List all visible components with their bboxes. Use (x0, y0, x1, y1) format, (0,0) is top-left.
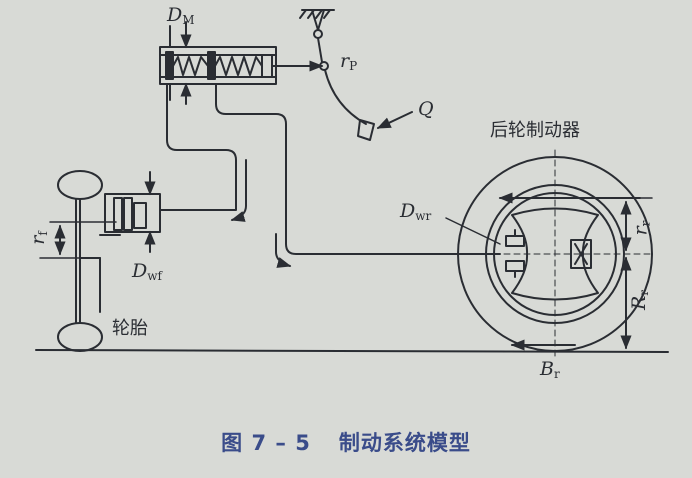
master-cylinder (159, 21, 324, 105)
front-flow-arrow (230, 159, 247, 222)
label-big-r: Rr (628, 289, 652, 311)
label-rf: rf (26, 231, 50, 245)
front-brake-line (159, 83, 237, 211)
rear-wheel (457, 149, 653, 359)
ground-line (35, 349, 669, 353)
rear-drum-brake (445, 207, 599, 301)
rear-brake-line (215, 83, 501, 255)
figure-caption: 图 7 – 5 制动系统模型 (0, 427, 692, 457)
rear-flow-arrow (275, 233, 292, 268)
front-caliper (104, 171, 161, 253)
label-tire: 轮胎 (112, 318, 148, 339)
label-br: Br (540, 358, 560, 381)
front-wheel (39, 170, 121, 352)
figure-title: 制动系统模型 (338, 431, 471, 455)
label-rr-small: rr (629, 220, 653, 236)
label-dwf: Dwf (132, 260, 162, 283)
label-rp: rP (340, 50, 358, 73)
label-q: Q (418, 98, 434, 120)
label-dwr: Dwr (400, 200, 432, 223)
brake-pedal (299, 9, 413, 141)
label-rear-brake: 后轮制动器 (490, 120, 580, 141)
figure-number: 图 7 – 5 (221, 431, 311, 455)
label-dm: DM (167, 4, 195, 27)
